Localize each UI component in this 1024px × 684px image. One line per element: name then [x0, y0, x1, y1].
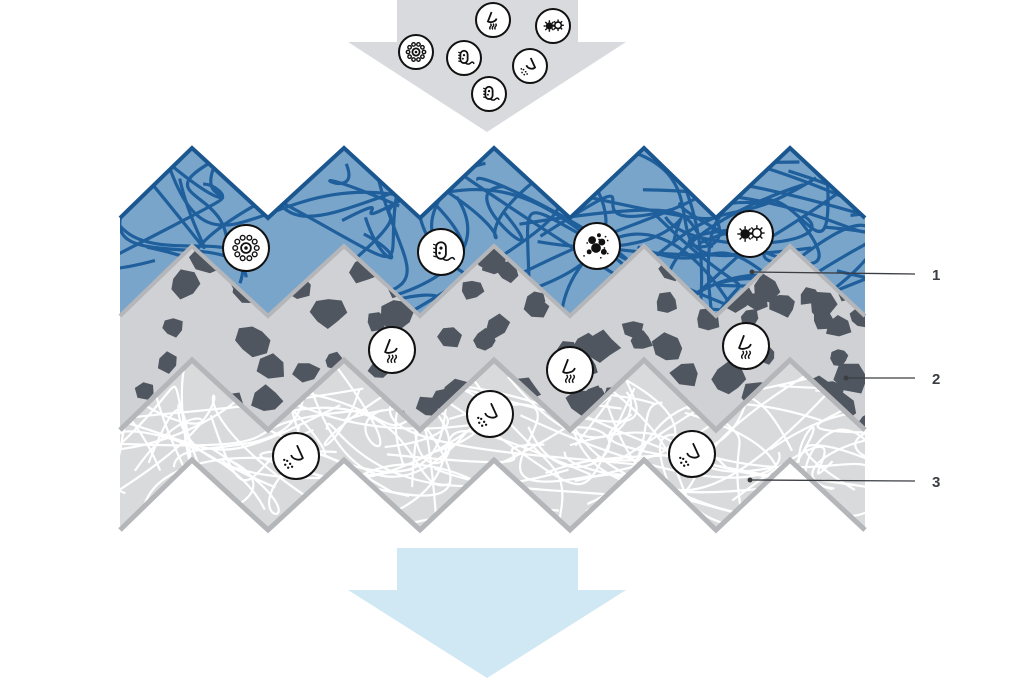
virus-icon	[222, 224, 270, 272]
dust-icon	[573, 222, 621, 270]
bacteria-icon	[417, 228, 465, 276]
odor-icon	[475, 2, 511, 38]
layer-1-callout: 1	[749, 267, 940, 284]
fine-dust-icon	[668, 430, 716, 478]
germ-icon	[726, 210, 774, 258]
bacterium-icon	[471, 76, 507, 112]
virus-icon	[398, 34, 434, 70]
odor-icon	[546, 346, 594, 394]
odor-icon	[722, 322, 770, 370]
bacteria-icon	[446, 40, 482, 76]
layer-1-label: 1	[932, 267, 940, 284]
fine-dust-icon	[466, 390, 514, 438]
layer-2-callout: 2	[843, 371, 940, 388]
fine-dust-icon	[272, 432, 320, 480]
outflow-arrow	[348, 548, 626, 678]
layer-3-callout: 3	[747, 474, 940, 491]
fine-dust-icon	[512, 48, 548, 84]
layer-3-label: 3	[932, 474, 940, 491]
layer-2-label: 2	[932, 371, 940, 388]
germ-icon	[535, 8, 571, 44]
odor-icon	[368, 326, 416, 374]
